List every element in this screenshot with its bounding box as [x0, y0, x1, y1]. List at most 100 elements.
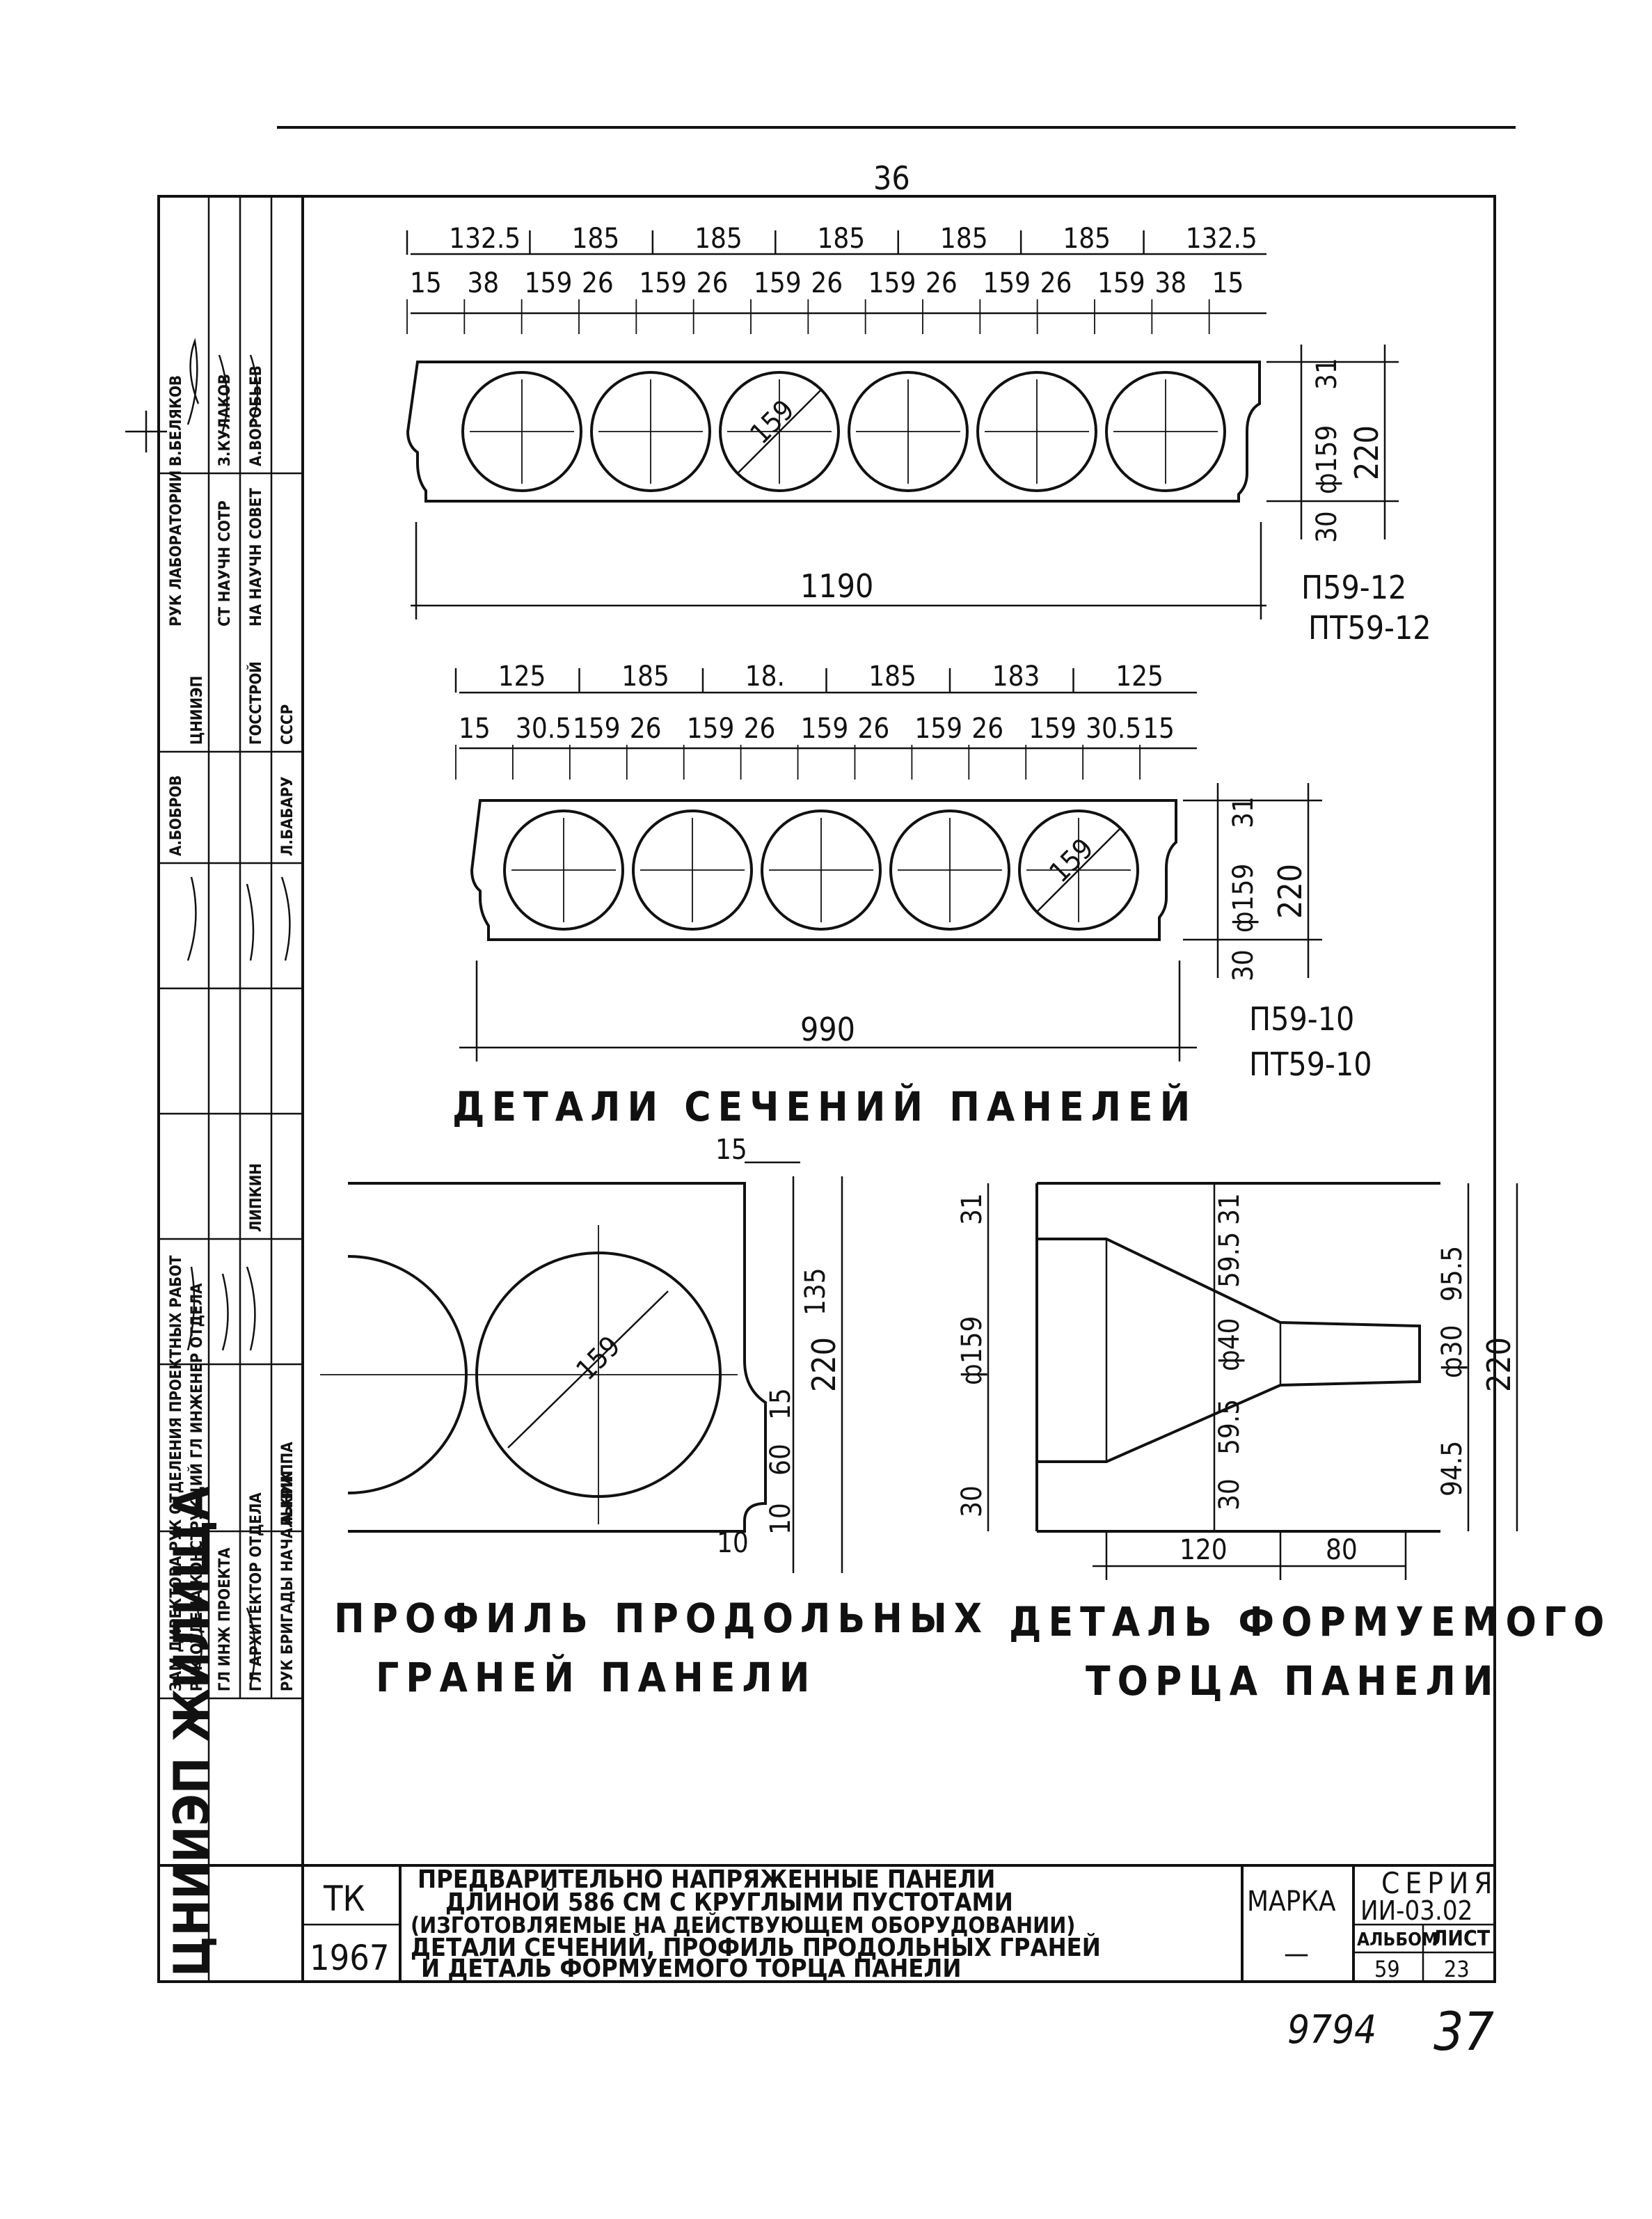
end-taper-outline — [1037, 1238, 1421, 1463]
panel-10-void-circle — [761, 810, 882, 931]
panel-12-top-dim: 185 — [818, 223, 866, 255]
panel-12-sub-dim: 159 — [639, 267, 687, 299]
panel-10-top-dim: 185 — [621, 661, 669, 693]
panel-12-length: 1190 — [800, 567, 873, 605]
panel-10-sub-dim: 159 — [687, 713, 735, 745]
stamp-row-1: ЗАМ ДИРЕКТОРА РУК ОТДЕЛЕНИЯ ПРОЕКТНЫХ РА… — [168, 1255, 185, 1691]
panel-10-sub-dim: 26 — [744, 713, 776, 745]
panel-12-top-dim: 185 — [572, 223, 620, 255]
end-title-1: ДЕТАЛЬ ФОРМУЕМОГО — [1009, 1598, 1611, 1645]
stamp-row-12: ЦНИИЭП — [189, 676, 206, 745]
panel-10-top-dim: 125 — [498, 661, 546, 693]
end-dim-31b: 31 — [1214, 1193, 1246, 1225]
stamp-row-3: ГЛ ИНЖ ПРОЕКТА — [216, 1547, 234, 1691]
stamp-row-2: РУК ОТДЕЛА КОНСТРУКЦИЙ ГЛ ИНЖЕНЕР ОТДЕЛА — [188, 1283, 206, 1691]
panel-10-sub-dim: 26 — [857, 713, 889, 745]
tb-album-label: АЛЬБОМ — [1357, 1929, 1438, 1950]
panel-10-sub-dim: 159 — [801, 713, 849, 745]
stamp-row-4: ГЛ АРХИТЕКТОР ОТДЕЛА — [248, 1492, 265, 1691]
tb-title-3: (ИЗГОТОВЛЯЕМЫЕ НА ДЕЙСТВУЮЩЕМ ОБОРУДОВАН… — [411, 1912, 1075, 1938]
end-dim-80: 80 — [1326, 1534, 1358, 1566]
panel-10-void-circle — [889, 810, 1010, 931]
panel-10-sub-dim: 30.5 — [516, 713, 571, 745]
tb-code: ТК — [323, 1879, 365, 1919]
panel-10-mark-2: ПТ59-10 — [1249, 1045, 1372, 1083]
stamp-row-8: Л.БАБАРУ — [279, 776, 296, 856]
panel-12-sub-dim: 38 — [1154, 267, 1186, 299]
panel-10-sub-dim: 26 — [971, 713, 1003, 745]
panel-10-top-offset: 31 — [1228, 796, 1260, 828]
tb-marka-label: МАРКА — [1247, 1886, 1336, 1918]
panel-12-void-circle — [590, 371, 711, 492]
signature-marks — [186, 338, 259, 432]
profile-detail: 159 15 135 220 15 60 10 10 — [320, 1134, 843, 1573]
tb-sheet-label: ЛИСТ — [1432, 1927, 1491, 1951]
panel-12-sub-dim: 159 — [983, 267, 1031, 299]
end-dim-30a: 30 — [956, 1485, 988, 1517]
side-stamp: ЗАМ ДИРЕКТОРА РУК ОТДЕЛЕНИЯ ПРОЕКТНЫХ РА… — [125, 196, 303, 1982]
tb-marka-value: — — [1284, 1938, 1309, 1970]
panel-12-top-dim: 185 — [1063, 223, 1111, 255]
panel-12-sub-dim: 159 — [525, 267, 573, 299]
panel-10-outline — [470, 799, 1177, 941]
panel-12-bottom-offset: 30 — [1311, 511, 1343, 543]
profile-dim-60: 60 — [765, 1444, 797, 1476]
tb-series-label: СЕРИЯ — [1381, 1866, 1498, 1900]
end-dim-159: ф159 — [956, 1316, 988, 1385]
panel-10-sub-dim: 15 — [1143, 713, 1175, 745]
end-dim-30b: 30 — [1214, 1478, 1246, 1510]
panel-10-top-dim: 185 — [868, 661, 916, 693]
panel-10-bottom-offset: 30 — [1228, 949, 1260, 981]
tb-year: 1967 — [310, 1938, 389, 1978]
panel-12-circle-label: 159 — [745, 394, 801, 450]
panel-12-sub-dim: 159 — [754, 267, 802, 299]
org-name: ЦНИИЭП ЖИЛИЩА — [164, 1486, 221, 1977]
section-title: ДЕТАЛИ СЕЧЕНИЙ ПАНЕЛЕЙ — [452, 1082, 1197, 1130]
tb-title-1: ПРЕДВАРИТЕЛЬНО НАПРЯЖЕННЫЕ ПАНЕЛИ — [418, 1865, 995, 1894]
panel-12-sub-dim: 26 — [811, 267, 843, 299]
panel-12-top-dim: 132.5 — [449, 223, 521, 255]
stamp-row-15: РУК ЛАБОРАТОРИИ — [168, 471, 185, 626]
profile-dim-10a: 10 — [765, 1503, 797, 1535]
end-dim-30c: ф30 — [1436, 1325, 1468, 1378]
title-block: ЦНИИЭП ЖИЛИЩА ТК 1967 ПРЕДВАРИТЕЛЬНО НАП… — [164, 1486, 1498, 1983]
signature-cross — [125, 411, 167, 452]
end-outline — [1035, 1182, 1440, 1533]
panel-12-sub-dim: 159 — [1097, 267, 1145, 299]
panel-12-top-dim: 185 — [940, 223, 988, 255]
stamp-number: 9794 — [1287, 2007, 1376, 2053]
panel-12-sub-dim: 26 — [1040, 267, 1072, 299]
panel-10-sub-dim: 159 — [573, 713, 621, 745]
panel-12-sub-dim: 26 — [582, 267, 614, 299]
panel-12-sub-dim: 26 — [697, 267, 729, 299]
profile-dim-220: 220 — [805, 1337, 843, 1392]
stamp-row-11: ГОССТРОЙ — [247, 661, 265, 745]
panel-12-outline — [406, 361, 1261, 503]
tb-album-value: 59 — [1374, 1956, 1400, 1982]
stamp-row-10: СССР — [279, 704, 296, 745]
panel-10-diameter: ф159 — [1228, 864, 1260, 933]
profile-dim-10b: 10 — [717, 1527, 749, 1559]
panel-12-top-offset: 31 — [1311, 358, 1343, 390]
tb-series-value: ИИ-03.02 — [1360, 1895, 1472, 1926]
panel-12-sub-dim: 26 — [926, 267, 958, 299]
end-title-2: ТОРЦА ПАНЕЛИ — [1086, 1657, 1500, 1705]
panel-10-mark-1: П59-10 — [1249, 1000, 1354, 1038]
tb-title-5: И ДЕТАЛЬ ФОРМУЕМОГО ТОРЦА ПАНЕЛИ — [421, 1955, 961, 1983]
profile-dim-top: 15 — [715, 1134, 747, 1166]
panel-10-top-dim: 183 — [992, 661, 1040, 693]
panel-12-mark-1: П59-12 — [1301, 569, 1406, 606]
panel-10-height: 220 — [1271, 864, 1309, 919]
panel-12-sub-dim: 159 — [868, 267, 916, 299]
panel-10-sub-dim: 159 — [914, 713, 962, 745]
page-number-top: 36 — [873, 159, 910, 197]
panel-12-void-circle — [976, 371, 1097, 492]
end-dim-95-5: 95.5 — [1436, 1246, 1468, 1302]
page-number-bottom: 37 — [1433, 2000, 1494, 2062]
profile-outline — [348, 1182, 767, 1533]
panel-10-length: 990 — [800, 1011, 855, 1048]
panel-10-top-dim: 18. — [745, 661, 785, 693]
